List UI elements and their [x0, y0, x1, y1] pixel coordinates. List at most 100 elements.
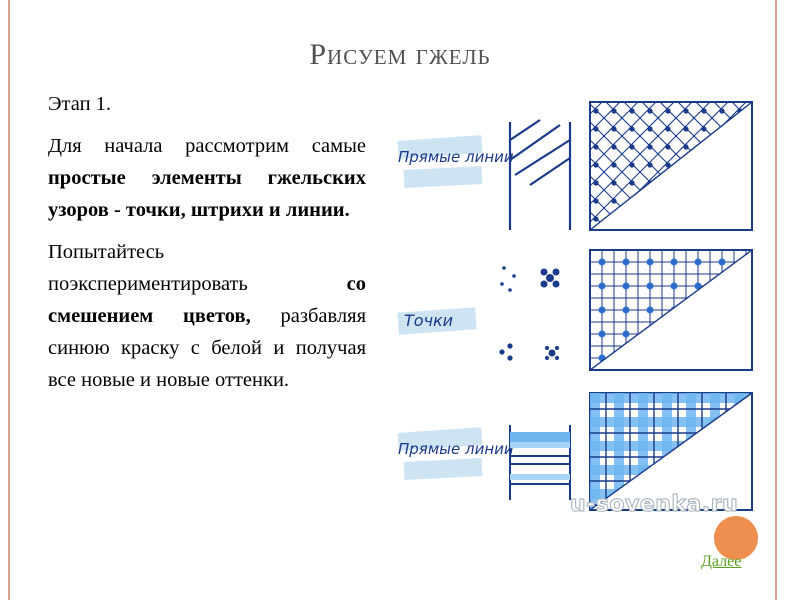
net-line — [641, 102, 752, 230]
straight-lines-label-1: Прямые линии — [397, 135, 514, 189]
grid-dot — [622, 330, 630, 338]
stage-label: Этап 1. — [48, 93, 112, 115]
plaid-band — [614, 393, 624, 510]
grid-dot — [742, 330, 750, 338]
net-dot — [611, 198, 617, 204]
left-frame-line — [8, 0, 10, 600]
net-dot — [701, 108, 707, 114]
grid-dot — [694, 354, 702, 362]
net-dot — [683, 198, 689, 204]
net-dot — [593, 180, 599, 186]
grid-dot — [670, 282, 678, 290]
net-dot — [593, 216, 599, 222]
grid-dot — [718, 258, 726, 266]
net-line — [590, 102, 693, 230]
net-line — [590, 102, 603, 230]
net-dot — [611, 162, 617, 168]
dots-label: Точки — [397, 307, 477, 335]
net-line — [659, 102, 752, 230]
net-line — [590, 102, 639, 230]
paragraph-colors-bold: со смешением цветов, — [48, 273, 366, 327]
grid-dot — [718, 282, 726, 290]
diagonal-hatch-sample — [508, 119, 572, 230]
right-frame-line — [775, 0, 777, 600]
net-dot — [719, 180, 725, 186]
paragraph-colors-tail: разбавляя синюю краску с белой и получая… — [48, 305, 366, 391]
net-dot — [593, 162, 599, 168]
label-text-1: Прямые линии — [398, 148, 514, 166]
net-dot — [683, 126, 689, 132]
net-dot — [647, 144, 653, 150]
slide-text: Этап 1. Для начала рассмотрим самые прос… — [48, 88, 366, 406]
net-dot — [665, 180, 671, 186]
grid-dot — [646, 282, 654, 290]
grid-dot — [646, 330, 654, 338]
net-dot — [737, 126, 743, 132]
net-dot — [593, 108, 599, 114]
net-dot — [647, 216, 653, 222]
net-line — [731, 102, 752, 230]
net-line — [590, 102, 711, 230]
net-dot — [647, 162, 653, 168]
net-dot — [683, 180, 689, 186]
net-dot — [647, 108, 653, 114]
net-dot — [665, 108, 671, 114]
net-dot — [719, 108, 725, 114]
label-text-3: Прямые линии — [398, 440, 514, 458]
net-dot — [629, 216, 635, 222]
net-dot — [665, 216, 671, 222]
grid-dot — [646, 306, 654, 314]
net-dot — [737, 180, 743, 186]
grid-dot — [598, 330, 606, 338]
net-line — [659, 102, 752, 230]
net-dot — [629, 198, 635, 204]
net-dot — [611, 126, 617, 132]
net-line — [695, 102, 752, 230]
grid-dot — [694, 306, 702, 314]
net-dot — [611, 180, 617, 186]
net-line — [641, 102, 752, 230]
grid-dot — [646, 258, 654, 266]
net-dot — [665, 144, 671, 150]
plaid-band — [662, 393, 672, 510]
plaid-band — [590, 465, 752, 475]
plaid-band — [590, 393, 600, 510]
net-line — [713, 102, 752, 230]
gzhel-illustration: Прямые линии Точки Прямые линии — [397, 101, 753, 511]
net-dot — [629, 126, 635, 132]
grid-dot — [694, 258, 702, 266]
paragraph-elements: Для начала рассмотрим самые простые элем… — [48, 130, 366, 226]
grid-dot — [598, 306, 606, 314]
net-dot — [629, 180, 635, 186]
grid-dot — [742, 258, 750, 266]
grid-dot — [670, 354, 678, 362]
grid-dot — [622, 354, 630, 362]
plaid-band — [590, 417, 752, 427]
net-line — [590, 102, 603, 230]
paragraph-colors: Попытайтесь поэкспериментировать со смеш… — [48, 236, 366, 396]
grid-dot — [622, 282, 630, 290]
grid-dot — [670, 330, 678, 338]
net-line — [677, 102, 752, 230]
next-link[interactable]: Далее — [701, 553, 742, 570]
net-dot — [683, 108, 689, 114]
plaid-band — [638, 393, 648, 510]
grid-dot — [694, 282, 702, 290]
net-dot — [701, 216, 707, 222]
dotted-grid-triangle — [589, 249, 753, 371]
striped-band-sample — [509, 425, 571, 500]
net-dot — [701, 162, 707, 168]
grid-dot — [598, 282, 606, 290]
net-line — [590, 102, 657, 230]
net-line — [695, 102, 752, 230]
net-dot — [719, 216, 725, 222]
net-dot — [665, 162, 671, 168]
paragraph-elements-bold: простые элементы гжельских узоров - точк… — [48, 167, 366, 221]
paragraph-elements-lead: Для начала рассмотрим самые — [48, 135, 366, 157]
net-dot — [701, 198, 707, 204]
grid-dot — [646, 354, 654, 362]
grid-dot — [718, 354, 726, 362]
grid-dot — [742, 306, 750, 314]
net-line — [731, 102, 752, 230]
grid-dot — [694, 330, 702, 338]
